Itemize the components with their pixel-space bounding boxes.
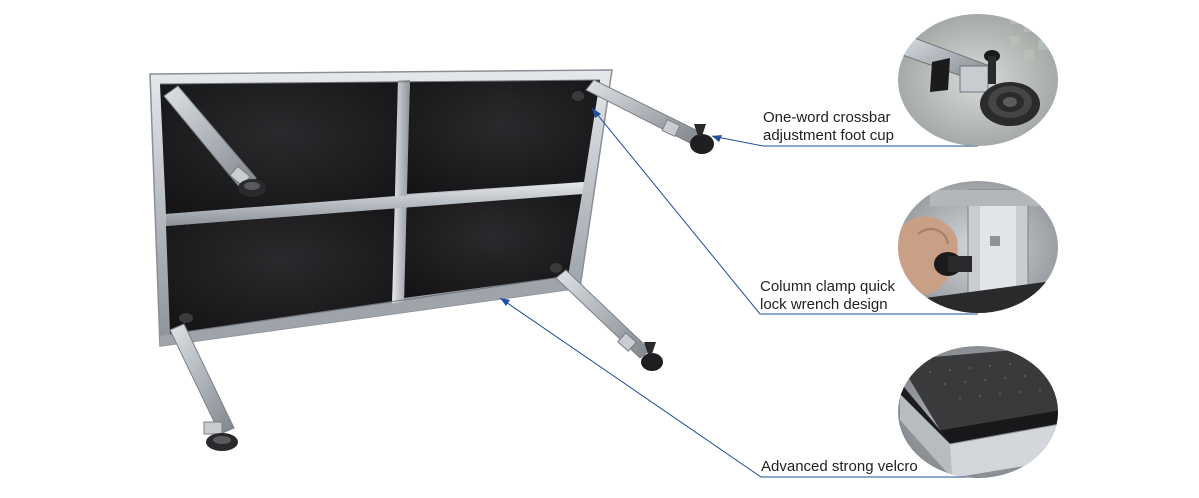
center-rail-horizontal	[166, 182, 584, 226]
detail-photo-wrench	[898, 181, 1058, 313]
callout-velcro-line-1: Advanced strong velcro	[761, 458, 918, 475]
leader-line-velcro	[499, 297, 978, 478]
leg-bottom-left	[169, 313, 238, 451]
callout-wrench-line-1: Column clamp quick	[760, 278, 896, 295]
velcro-icon	[898, 346, 1058, 478]
callout-foot-cup-line-2: adjustment foot cup	[763, 127, 894, 144]
callout-foot-cup-line-1: One-word crossbar	[763, 109, 891, 126]
callout-wrench: Column clamp quick lock wrench design	[760, 278, 895, 314]
leader-line-foot-cup	[711, 135, 978, 147]
leader-lines	[499, 107, 978, 478]
center-rail-vertical	[392, 80, 410, 306]
wrench-icon	[934, 252, 972, 276]
detail-photo-velcro	[898, 346, 1058, 478]
callout-velcro: Advanced strong velcro	[761, 458, 918, 476]
board-panel-top-left	[160, 82, 398, 214]
detail-photo-foot-cup	[898, 14, 1058, 146]
foot-cup	[690, 134, 714, 154]
callout-foot-cup: One-word crossbar adjustment foot cup	[763, 109, 894, 145]
leg-bottom-right	[550, 263, 663, 371]
foot-cup-icon	[930, 50, 1040, 126]
leg-top-left	[163, 85, 266, 197]
platform-bottom-edge	[160, 278, 580, 346]
board-panel-top-right	[406, 80, 600, 194]
board-panel-bottom-left	[166, 208, 396, 334]
callout-wrench-line-2: lock wrench design	[760, 296, 888, 313]
board-panel-bottom-right	[404, 194, 582, 298]
leader-line-wrench	[591, 107, 978, 315]
stage-platform	[149, 69, 613, 347]
leg-top-right	[572, 79, 714, 154]
foot-cup	[641, 353, 663, 371]
